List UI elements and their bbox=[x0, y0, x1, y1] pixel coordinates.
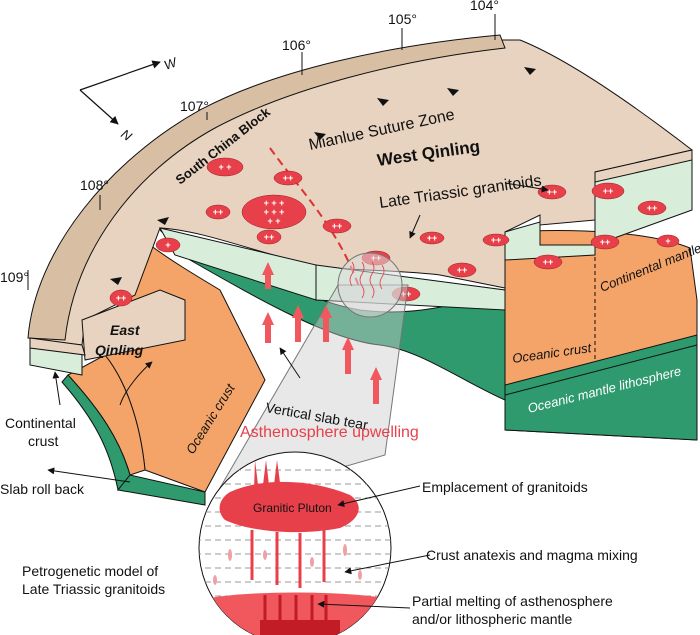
compass bbox=[79, 60, 161, 125]
petrogenetic-label-1: Petrogenetic model of bbox=[22, 563, 158, 579]
svg-text:+ + +: + + + bbox=[264, 207, 285, 217]
partial-melting-label-2: and/or lithospheric mantle bbox=[412, 611, 573, 627]
svg-text:++: ++ bbox=[600, 237, 611, 247]
east-qinling-label-2: Qinling bbox=[95, 342, 144, 358]
svg-text:++: ++ bbox=[457, 265, 468, 275]
granitoid-plus-marks: + + ++ ++ + + + + + + + + + ++ ++ ++ ++ … bbox=[116, 162, 671, 303]
upwelling-arrows bbox=[262, 262, 382, 404]
continental-crust-label-2: crust bbox=[28, 433, 58, 449]
svg-text:+ +: + + bbox=[218, 162, 231, 172]
dashed-verticals bbox=[504, 250, 596, 360]
lon-109: 109° bbox=[0, 269, 29, 285]
source-squiggles bbox=[349, 261, 385, 299]
svg-text:++: ++ bbox=[264, 232, 275, 242]
svg-text:+: + bbox=[665, 236, 670, 246]
svg-text:++: ++ bbox=[116, 293, 127, 303]
leader-arrows bbox=[47, 182, 549, 609]
petrogenetic-label-2: Late Triassic granitoids bbox=[22, 581, 165, 597]
svg-text:++: ++ bbox=[647, 203, 658, 213]
svg-text:+ +: + + bbox=[267, 216, 280, 226]
lon-105: 105° bbox=[388, 11, 417, 27]
svg-text:+ + +: + + + bbox=[264, 198, 285, 208]
longitude-ticks bbox=[27, 14, 496, 290]
slab-rollback-label: Slab roll back bbox=[0, 481, 85, 497]
svg-text:++: ++ bbox=[547, 187, 558, 197]
svg-text:++: ++ bbox=[491, 235, 502, 245]
source-circle bbox=[337, 252, 403, 318]
emplacement-label: Emplacement of granitoids bbox=[422, 479, 588, 495]
svg-text:+: + bbox=[165, 240, 170, 250]
asthenosphere-label: Asthenosphere upwelling bbox=[240, 424, 419, 441]
lon-104: 104° bbox=[470, 0, 499, 13]
compass-n: N bbox=[118, 126, 135, 144]
continental-crust-label-1: Continental bbox=[5, 415, 76, 431]
east-qinling-label-1: East bbox=[110, 322, 141, 338]
crust-anatexis-label: Crust anatexis and magma mixing bbox=[426, 547, 638, 563]
svg-text:++: ++ bbox=[283, 173, 294, 183]
right-slab bbox=[504, 230, 698, 441]
magnified-lens bbox=[198, 451, 392, 635]
partial-melting-label-1: Partial melting of asthenosphere bbox=[412, 593, 613, 609]
svg-text:++: ++ bbox=[427, 233, 438, 243]
svg-text:++: ++ bbox=[543, 257, 554, 267]
south-china-block-band bbox=[27, 34, 506, 341]
svg-text:++: ++ bbox=[213, 207, 224, 217]
svg-text:++: ++ bbox=[401, 289, 412, 299]
lon-108: 108° bbox=[80, 177, 109, 193]
svg-text:++: ++ bbox=[603, 186, 614, 196]
granitic-pluton-label: Granitic Pluton bbox=[253, 501, 332, 515]
svg-text:++: ++ bbox=[332, 221, 343, 231]
lon-107: 107° bbox=[180, 98, 209, 114]
compass-w: W bbox=[162, 54, 180, 73]
granitoid-ellipses bbox=[109, 157, 680, 307]
lon-106: 106° bbox=[282, 37, 311, 53]
